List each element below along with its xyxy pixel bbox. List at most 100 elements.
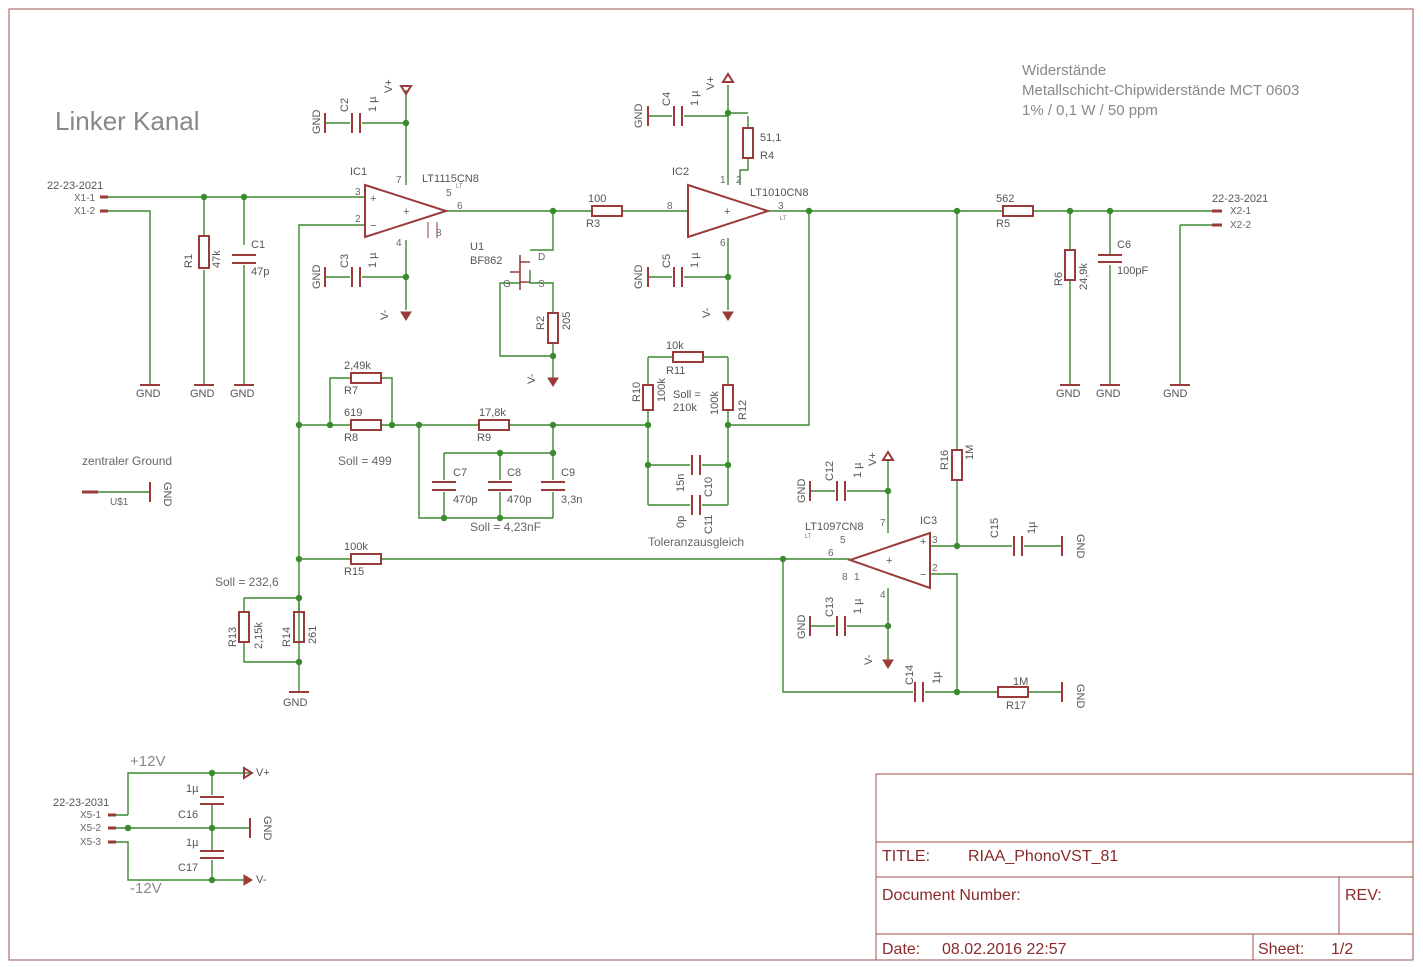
schematic-label: 6	[457, 201, 463, 212]
schematic-label: 5	[446, 188, 452, 199]
c2-value: 1 µ	[367, 96, 379, 112]
schematic-label: 1	[854, 572, 860, 583]
pin-stamps: LT LT LT	[456, 184, 812, 540]
schematic-label: 22-23-2031	[53, 797, 109, 809]
schematic-label: GND	[190, 388, 215, 400]
c17-value: 1µ	[186, 837, 199, 849]
ic2-value: LT1010CN8	[750, 187, 809, 199]
schematic-label: V+	[256, 767, 270, 779]
r7-name: R7	[344, 385, 358, 397]
ic1-name: IC1	[350, 166, 367, 178]
title-value: RIAA_PhonoVST_81	[968, 848, 1118, 865]
supply-symbols: V+ V- V+ V- V- V+ V- V+ V-	[243, 72, 895, 886]
schematic-label: X5-3	[80, 837, 102, 848]
connector-input: 22-23-2021 X1-1 X1-2	[47, 180, 108, 217]
resistors: R1 47k R2 205 100 R3 51,1 R4 562 R5 R6 2…	[183, 127, 1090, 712]
ic1-opamp: + − + IC1 LT1115CN8 3 2 7 4 5 6 8	[350, 166, 479, 249]
schematic-label: GND	[161, 482, 173, 507]
schematic-label: 3	[778, 201, 784, 212]
wires	[82, 85, 1212, 881]
document-number-label: Document Number:	[882, 887, 1021, 904]
schematic-label: 2	[355, 214, 361, 225]
schematic-label: Soll = 232,6	[215, 575, 279, 589]
c6-name: C6	[1117, 239, 1131, 251]
schematic-label: 4	[880, 590, 886, 601]
c8-value: 470p	[507, 494, 531, 506]
schematic-label: GND	[1163, 388, 1188, 400]
ground-symbols: GND GND GND GND GND GND GND GND GND GND …	[136, 104, 1190, 841]
u1-value: BF862	[470, 255, 502, 267]
schematic-label: X2-1	[1230, 206, 1252, 217]
resistor-note-line-1: Widerstände	[1022, 62, 1106, 79]
schematic-label: V-	[701, 307, 713, 318]
schematic-label: 3	[932, 535, 938, 546]
r1-name: R1	[183, 254, 195, 268]
schematic-label: V+	[705, 76, 717, 90]
r16-name: R16	[939, 450, 951, 470]
title-block: TITLE: RIAA_PhonoVST_81 Document Number:…	[875, 773, 1414, 961]
svg-text:+: +	[886, 555, 892, 567]
schematic-label: 8	[842, 572, 848, 583]
schematic-label: V-	[256, 874, 267, 886]
schematic-label: GND	[796, 479, 808, 504]
schematic-label: GND	[311, 110, 323, 135]
date-label: Date:	[882, 941, 920, 958]
capacitors: C1 47p C2 1 µ C3 1 µ C4 1 µ C5 1 µ C6 10…	[178, 90, 1148, 874]
c2-name: C2	[339, 98, 351, 112]
schematic-label: 7	[880, 518, 886, 529]
r3-value: 100	[588, 193, 606, 205]
c14-value: 1µ	[931, 671, 943, 684]
r16-value: 1M	[964, 445, 976, 460]
schematic-label: X5-1	[80, 810, 102, 821]
drawing-frame	[8, 8, 1414, 961]
schematic-label: X1-1	[74, 193, 96, 204]
r15-name: R15	[344, 566, 364, 578]
r2-value: 205	[561, 312, 573, 330]
sheet-label: Sheet:	[1258, 941, 1304, 958]
svg-text:−: −	[920, 569, 926, 581]
r4-name: R4	[760, 150, 774, 162]
c15-value: 1µ	[1026, 521, 1038, 534]
c9-name: C9	[561, 467, 575, 479]
schematic-label: X1-2	[74, 206, 96, 217]
svg-text:−: −	[370, 220, 376, 232]
schematic-label: GND	[633, 265, 645, 290]
r8-value: 619	[344, 407, 362, 419]
svg-text:LT: LT	[805, 534, 812, 540]
schematic-label: V-	[379, 309, 391, 320]
r12-value: 100k	[709, 391, 721, 415]
u1-jfet: U1 BF862 D G S	[470, 241, 545, 290]
c11-name: C11	[703, 515, 715, 534]
schematic-label: 7	[396, 175, 402, 186]
schematic-label: V+	[383, 79, 395, 93]
c9-value: 3,3n	[561, 494, 582, 506]
channel-title: Linker Kanal	[55, 106, 200, 136]
r6-value: 24,9k	[1078, 263, 1090, 290]
r1-value: 47k	[211, 250, 223, 268]
connector-output: 22-23-2021 X2-1 X2-2	[1212, 193, 1268, 231]
schematic-label: Soll = 499	[338, 454, 392, 468]
schematic-label: Soll = 4,23nF	[470, 520, 541, 534]
resistor-note-line-3: 1% / 0,1 W / 50 ppm	[1022, 102, 1158, 119]
c14-name: C14	[904, 665, 916, 685]
c8-name: C8	[507, 467, 521, 479]
svg-text:+: +	[403, 206, 409, 218]
schematic-label: GND	[230, 388, 255, 400]
junctions	[124, 109, 1114, 884]
r12-name: R12	[737, 400, 749, 420]
schematic-label: Soll =	[673, 389, 701, 401]
schematic-label: 5	[840, 535, 846, 546]
c13-name: C13	[824, 597, 836, 617]
schematic-label: 22-23-2021	[1212, 193, 1268, 205]
ic3-name: IC3	[920, 515, 937, 527]
plus12v-label: +12V	[130, 753, 165, 770]
schematic-label: 6	[720, 238, 726, 249]
rev-label: REV:	[1345, 887, 1382, 904]
schematic-label: 210k	[673, 402, 697, 414]
c12-value: 1 µ	[852, 462, 864, 478]
schematic-label: X2-2	[1230, 220, 1252, 231]
connector-power: 22-23-2031 X5-1 X5-2 X5-3 +12V -12V	[53, 753, 165, 897]
ic2-opamp: + IC2 LT1010CN8 8 1 2 6 3	[667, 166, 809, 249]
schematic-label: GND	[796, 615, 808, 640]
ic3-value: LT1097CN8	[805, 521, 864, 533]
